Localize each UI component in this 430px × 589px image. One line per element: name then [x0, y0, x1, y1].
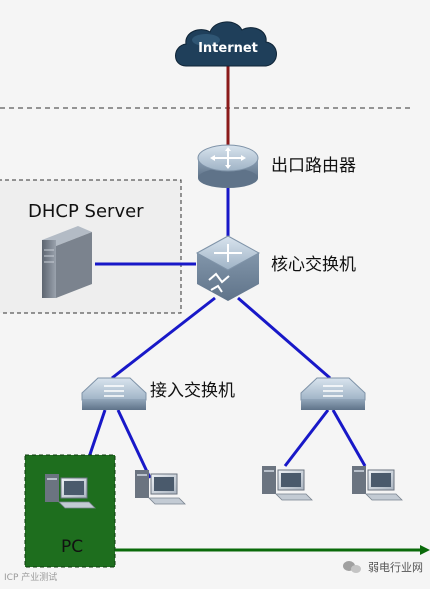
- computer-icon: [352, 466, 403, 501]
- access-switch-icon: [81, 377, 147, 410]
- router-label: 出口路由器: [271, 156, 356, 176]
- access1-host2-link: [116, 409, 152, 479]
- core-switch-icon: [195, 235, 261, 301]
- dhcp-server-label: DHCP Server: [28, 201, 144, 222]
- pc-highlight-box: [24, 454, 116, 568]
- internet-label: Internet: [198, 41, 258, 56]
- computer-icon: [262, 466, 313, 501]
- computer-icon: [45, 474, 96, 509]
- access-switch-icon: [300, 377, 366, 410]
- access-switch-label: 接入交换机: [150, 381, 235, 401]
- access2-host4-link: [331, 409, 367, 467]
- watermark-left: ICP 产业测试: [4, 571, 57, 583]
- core-switch-label: 核心交换机: [271, 255, 356, 275]
- router-icon: [197, 144, 259, 188]
- internet-cloud-icon: [175, 21, 277, 67]
- computer-icon: [135, 470, 186, 505]
- core-access1-link: [111, 296, 216, 380]
- server-icon: [42, 226, 92, 298]
- pc-arrow-head: [420, 545, 430, 555]
- wechat-icon: [343, 561, 361, 573]
- pc-label: PC: [61, 537, 83, 557]
- core-access2-link: [237, 296, 331, 380]
- watermark-right: 弱电行业网: [368, 561, 423, 574]
- access2-host3-link: [283, 409, 330, 467]
